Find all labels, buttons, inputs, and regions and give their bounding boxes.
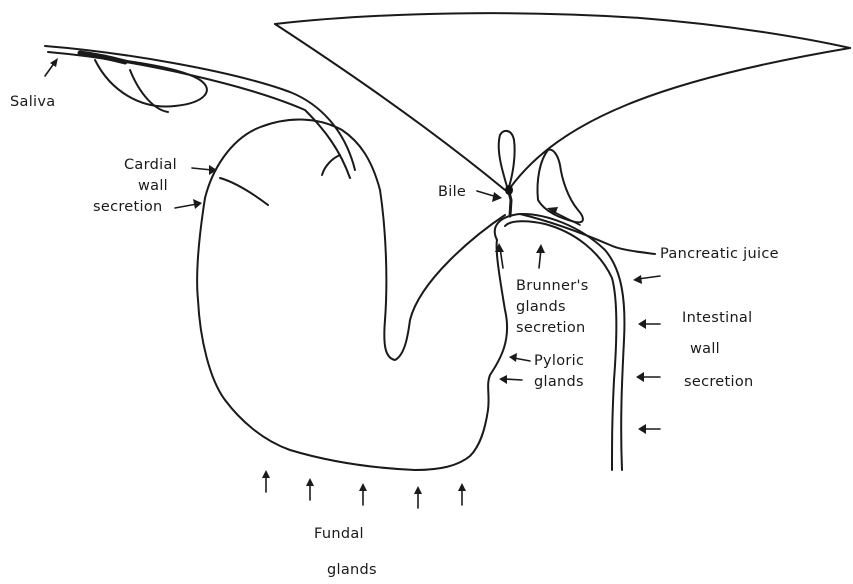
stomach-top bbox=[205, 120, 505, 360]
stomach-outline bbox=[197, 198, 507, 470]
arrow-fundal-2 bbox=[306, 478, 314, 500]
cardia-line-2 bbox=[322, 155, 340, 175]
label-bile: Bile bbox=[438, 182, 466, 203]
bile-duct-junction bbox=[505, 185, 513, 195]
label-intestinal-line3: secretion bbox=[684, 372, 754, 393]
duodenum-inner bbox=[505, 221, 616, 470]
arrow-intestinal-3 bbox=[636, 372, 660, 382]
arrow-fundal-5 bbox=[458, 483, 466, 505]
arrow-pyloric-2 bbox=[499, 375, 522, 384]
label-pancreatic-juice: Pancreatic juice bbox=[660, 244, 779, 265]
arrow-fundal-4 bbox=[414, 486, 422, 508]
liver-lower-edge bbox=[275, 24, 505, 190]
label-fundal-line2: glands bbox=[327, 560, 377, 581]
gall-bladder bbox=[499, 131, 515, 190]
label-fundal-line1: Fundal bbox=[314, 524, 364, 545]
label-cardial-line2: wall bbox=[138, 176, 168, 197]
label-brunners-line3: secretion bbox=[516, 318, 586, 339]
mouth-line-lower bbox=[48, 52, 350, 178]
label-brunners-line2: glands bbox=[516, 297, 566, 318]
cardia-line bbox=[220, 178, 268, 205]
arrow-intestinal-2 bbox=[638, 319, 660, 329]
arrow-intestinal-4 bbox=[638, 424, 660, 434]
arrow-cardial-2 bbox=[175, 199, 202, 209]
pancreas bbox=[537, 150, 582, 223]
arrow-brunner-2 bbox=[536, 244, 545, 268]
label-cardial-line3: secretion bbox=[93, 197, 163, 218]
liver-outline bbox=[275, 13, 850, 48]
arrow-saliva bbox=[45, 58, 58, 76]
label-cardial-line1: Cardial bbox=[124, 155, 177, 176]
arrow-pyloric-1 bbox=[509, 353, 530, 362]
arrow-intestinal-1 bbox=[633, 275, 660, 284]
label-intestinal-line2: wall bbox=[690, 339, 720, 360]
label-pyloric-line2: glands bbox=[534, 372, 584, 393]
mouth-line-upper bbox=[45, 46, 355, 170]
label-pyloric-line1: Pyloric bbox=[534, 351, 584, 372]
arrow-bile bbox=[477, 191, 502, 202]
arrow-fundal-1 bbox=[262, 470, 270, 492]
label-brunners-line1: Brunner's bbox=[516, 276, 589, 297]
label-intestinal-line1: Intestinal bbox=[682, 308, 752, 329]
arrow-fundal-3 bbox=[359, 483, 367, 505]
label-saliva: Saliva bbox=[10, 92, 55, 113]
duodenum-outer bbox=[495, 214, 625, 470]
